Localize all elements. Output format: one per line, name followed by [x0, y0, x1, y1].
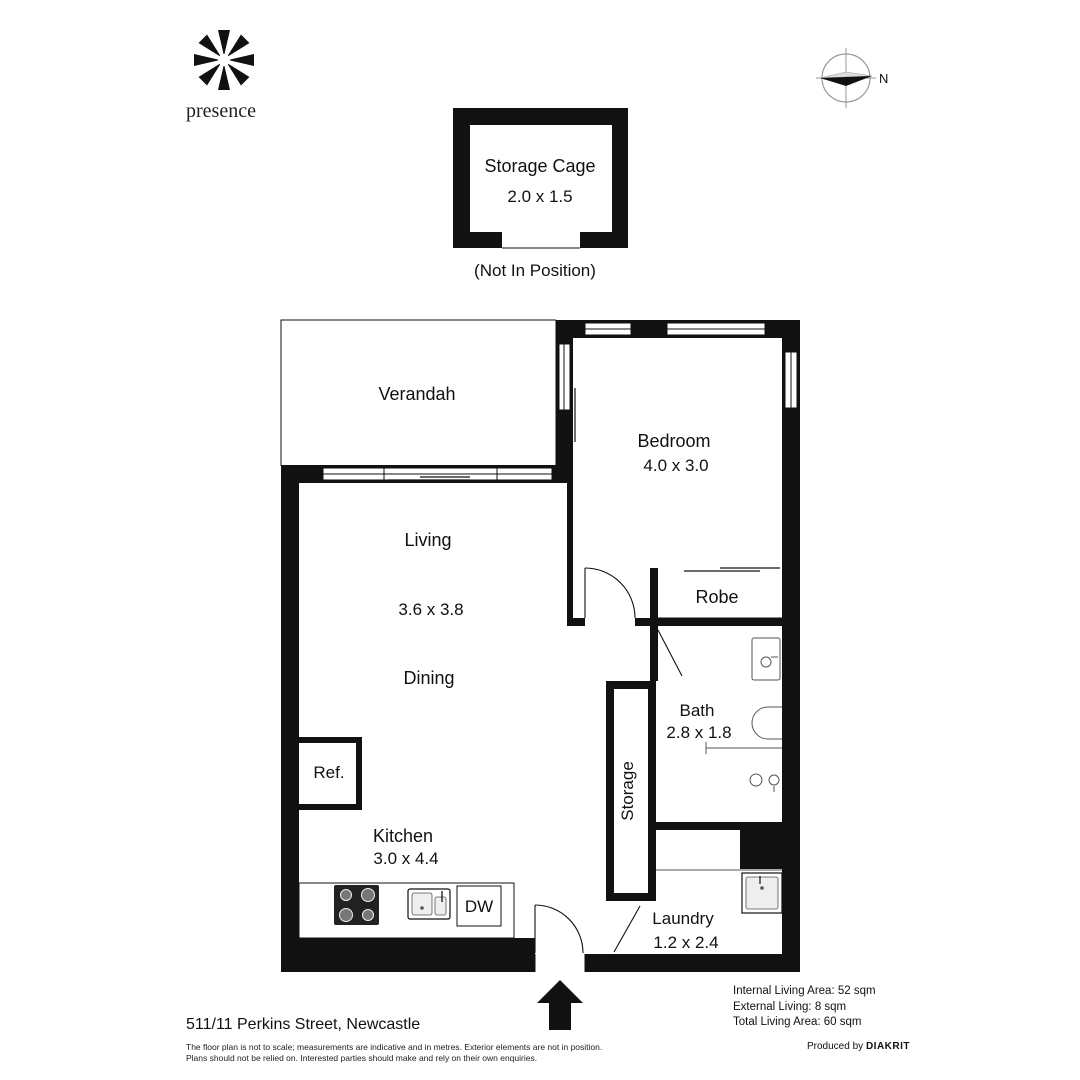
- total-area: Total Living Area: 60 sqm: [733, 1016, 862, 1028]
- disclaimer-line-1: The floor plan is not to scale; measurem…: [186, 1042, 603, 1052]
- presence-logo: [194, 30, 254, 90]
- credit-brand: DIAKRIT: [865, 1041, 910, 1052]
- dishwasher-box: [456, 885, 502, 927]
- storage-cage-title: Storage Cage: [484, 156, 595, 176]
- storage-cage-note: (Not In Position): [474, 261, 596, 280]
- storage-cage: [453, 108, 628, 249]
- refrigerator-label: Ref.: [313, 763, 344, 782]
- property-address: 511/11 Perkins Street, Newcastle: [186, 1016, 421, 1033]
- storage-cage-size: 2.0 x 1.5: [507, 187, 572, 206]
- living-size: 3.6 x 3.8: [398, 600, 463, 619]
- dishwasher-label: DW: [465, 897, 493, 916]
- storage-label: Storage: [618, 761, 637, 821]
- kitchen-size: 3.0 x 4.4: [373, 849, 438, 868]
- entry-arrow-icon: [537, 980, 583, 1030]
- laundry-label: Laundry: [652, 909, 714, 928]
- bedroom-size: 4.0 x 3.0: [643, 456, 708, 475]
- laundry-size: 1.2 x 2.4: [653, 933, 718, 952]
- kitchen-label: Kitchen: [373, 826, 433, 846]
- bath-size: 2.8 x 1.8: [666, 723, 731, 742]
- bath-label: Bath: [680, 701, 715, 720]
- interior-walls: [299, 465, 799, 901]
- area-summary: Internal Living Area: 52 sqm External Li…: [733, 984, 876, 1031]
- internal-area: Internal Living Area: 52 sqm: [733, 985, 876, 997]
- compass-north-icon: [816, 48, 876, 108]
- logo-wordmark: presence: [186, 100, 256, 122]
- disclaimer: The floor plan is not to scale; measurem…: [186, 1042, 656, 1064]
- external-area: External Living: 8 sqm: [733, 1000, 847, 1013]
- exterior-walls: [281, 320, 800, 972]
- windows: [322, 322, 798, 481]
- disclaimer-line-2: Plans should not be relied on. Intereste…: [186, 1053, 538, 1063]
- cooktop-icon: [334, 885, 379, 925]
- compass-label: N: [879, 71, 889, 86]
- kitchen-sink-icon: [407, 888, 451, 920]
- robe-label: Robe: [695, 587, 738, 607]
- living-label: Living: [404, 530, 451, 550]
- dining-label: Dining: [403, 668, 454, 688]
- bedroom-label: Bedroom: [637, 431, 710, 451]
- laundry-tub-icon: [741, 872, 783, 914]
- produced-by-credit: Produced by DIAKRIT: [807, 1041, 910, 1052]
- bath-fixtures: [705, 637, 782, 792]
- credit-prefix: Produced by: [807, 1041, 864, 1052]
- entry-gap: [535, 954, 585, 972]
- robe-sliding-doors: [684, 567, 780, 572]
- verandah-label: Verandah: [378, 384, 455, 404]
